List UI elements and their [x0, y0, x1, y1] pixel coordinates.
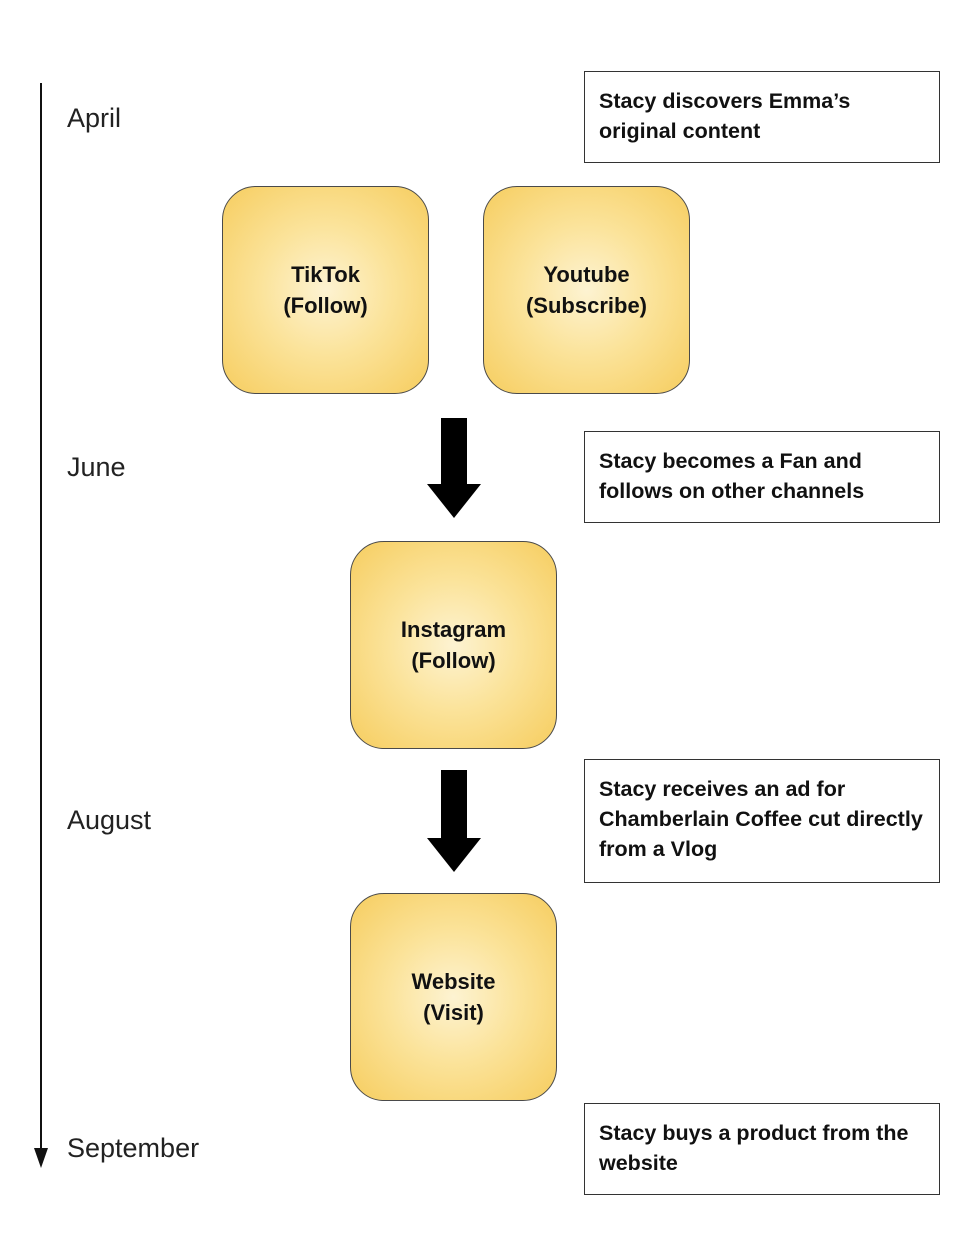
channel-box-instagram: Instagram (Follow)	[350, 541, 557, 749]
month-label-august: August	[67, 805, 152, 835]
month-label-september: September	[67, 1133, 200, 1163]
channel-name: TikTok	[291, 262, 360, 287]
channel-name: Website	[411, 969, 496, 994]
timeline-arrowhead	[34, 1148, 48, 1168]
channel-action: (Subscribe)	[525, 293, 648, 318]
down-arrow-icon	[427, 418, 481, 518]
note-becomes-fan: Stacy becomes a Fan and follows on other…	[584, 431, 940, 523]
down-arrow-icon	[427, 770, 481, 872]
note-discovers-content: Stacy discovers Emma’s original content	[584, 71, 940, 163]
arrow-shaft	[441, 770, 467, 840]
timeline-axis	[40, 83, 42, 1148]
month-label-june: June	[67, 452, 126, 482]
arrow-shaft	[441, 418, 467, 486]
channel-action: (Visit)	[423, 1000, 484, 1025]
month-label-april: April	[67, 103, 122, 133]
channel-action: (Follow)	[283, 293, 368, 318]
note-buys-product: Stacy buys a product from the website	[584, 1103, 940, 1195]
arrow-head	[427, 838, 481, 872]
channel-box-tiktok: TikTok (Follow)	[222, 186, 429, 394]
note-receives-ad: Stacy receives an ad for Chamberlain Cof…	[584, 759, 940, 883]
channel-action: (Follow)	[411, 648, 496, 673]
channel-name: Instagram	[400, 617, 507, 642]
channel-box-youtube: Youtube (Subscribe)	[483, 186, 690, 394]
channel-box-website: Website (Visit)	[350, 893, 557, 1101]
arrow-head	[427, 484, 481, 518]
channel-name: Youtube	[543, 262, 630, 287]
